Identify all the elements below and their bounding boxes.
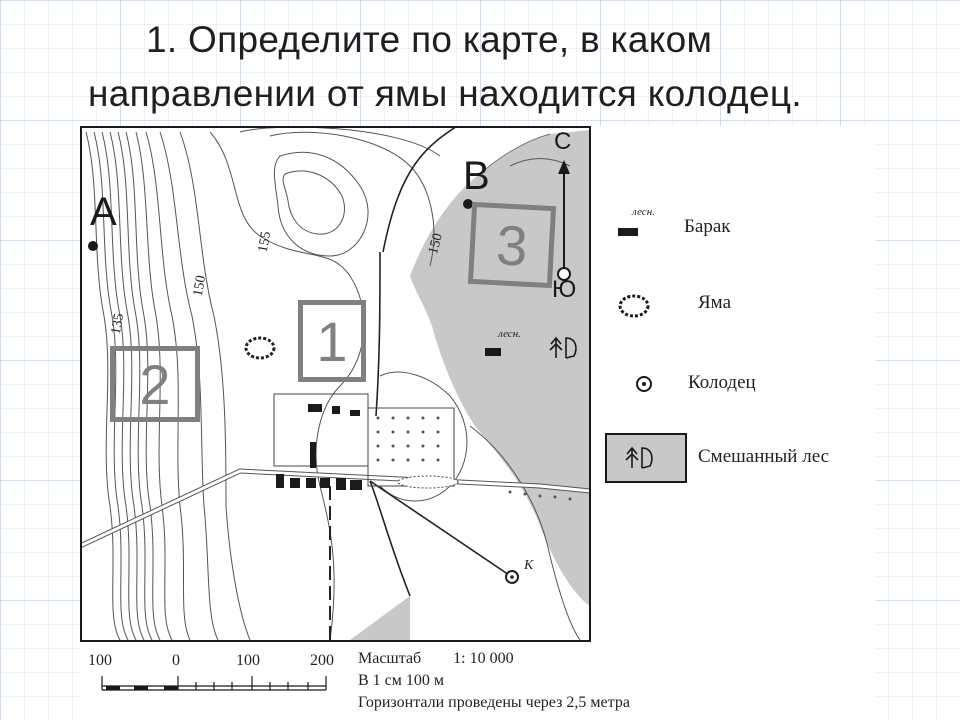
north-label: С	[554, 128, 572, 155]
square-2: 2	[110, 346, 200, 422]
legend-pit: Яма	[698, 292, 731, 313]
point-a-dot	[88, 241, 98, 251]
scale-tick-100: 100	[236, 652, 260, 669]
point-b-label: В	[463, 154, 490, 198]
forest-area-bottom	[350, 596, 410, 640]
legend-well: Колодец	[688, 372, 756, 393]
legend-forest-swatch	[605, 433, 687, 483]
point-a-label: А	[90, 190, 117, 234]
legend-lesn-label: лесн.	[632, 206, 655, 218]
scale-tick-100-left: 100	[88, 652, 112, 669]
south-label: Ю	[552, 276, 577, 303]
point-b-dot	[463, 199, 473, 209]
forest-edge-left	[479, 133, 551, 175]
map-pit	[244, 336, 276, 360]
legend-barracks: Барак	[684, 216, 731, 237]
scale-ratio: Масштаб 1: 10 000	[358, 650, 514, 667]
scale-tick-200: 200	[310, 652, 334, 669]
scale-contour-interval: Горизонтали проведены через 2,5 метра	[358, 694, 630, 711]
square-3: 3	[467, 201, 557, 289]
title-line-1: 1. Определите по карте, в каком	[146, 19, 713, 60]
legend-forest: Смешанный лес	[698, 446, 830, 467]
scale-tick-0: 0	[172, 652, 180, 669]
map-figure: А В К 1 2 3 С Ю 135 150 155 150 лесн. ле…	[80, 126, 876, 720]
legend-pit-icon	[618, 294, 650, 318]
map-lesn-label: лесн.	[498, 328, 521, 340]
title-line-2: направлении от ямы находится колодец.	[88, 73, 802, 114]
legend-barracks-icon	[618, 228, 638, 236]
map-drawing	[80, 126, 687, 691]
well-letter: К	[524, 558, 534, 573]
square-1: 1	[298, 300, 366, 382]
scale-cm: В 1 см 100 м	[358, 672, 445, 689]
